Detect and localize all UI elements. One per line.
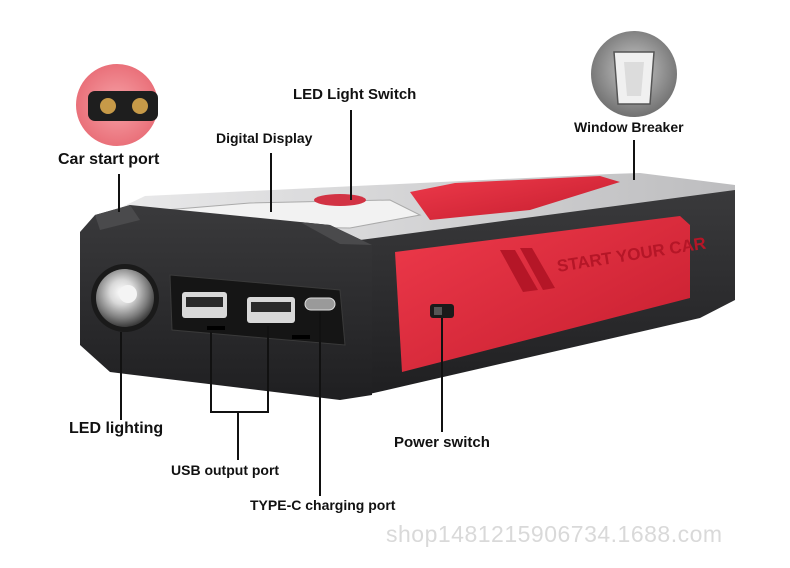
side-stripe-1: [500, 250, 538, 292]
usb-port-2-inner: [251, 302, 291, 312]
led-light-switch-label: LED Light Switch: [293, 86, 417, 103]
port-marker-1: [207, 326, 225, 330]
leader-lines: [118, 110, 635, 496]
window-breaker-inset: [589, 29, 679, 119]
digital-display-label: Digital Display: [216, 130, 313, 146]
power-switch-knob: [434, 307, 442, 315]
usb-output-port-label: USB output port: [171, 462, 280, 478]
type-c-charging-port-label: TYPE-C charging port: [250, 497, 396, 513]
car-start-port-pin-left: [100, 98, 116, 114]
corner-highlight-left: [95, 205, 140, 230]
car-start-port-label: Car start port: [58, 151, 160, 168]
window-breaker-tip-face: [624, 62, 644, 96]
port-marker-2: [292, 335, 310, 339]
car-start-port-inset: [74, 62, 160, 148]
led-lighting-label: LED lighting: [69, 420, 164, 437]
leader-usb: [210, 326, 269, 413]
car-start-port-pin-right: [132, 98, 148, 114]
jump-starter-device: START YOUR CAR: [80, 173, 735, 400]
top-red-panel: [410, 176, 620, 220]
watermark: shop1481215906734.1688.com: [386, 521, 723, 547]
type-c-port: [304, 297, 336, 311]
side-red-panel: [395, 216, 690, 372]
led-switch-button: [314, 194, 366, 206]
side-stripe-2: [520, 248, 555, 290]
led-lamp-bulb: [119, 285, 137, 303]
corner-highlight-right: [300, 222, 372, 245]
window-breaker-label: Window Breaker: [574, 119, 684, 135]
power-switch-label: Power switch: [394, 434, 490, 451]
usb-port-1-inner: [186, 297, 223, 307]
